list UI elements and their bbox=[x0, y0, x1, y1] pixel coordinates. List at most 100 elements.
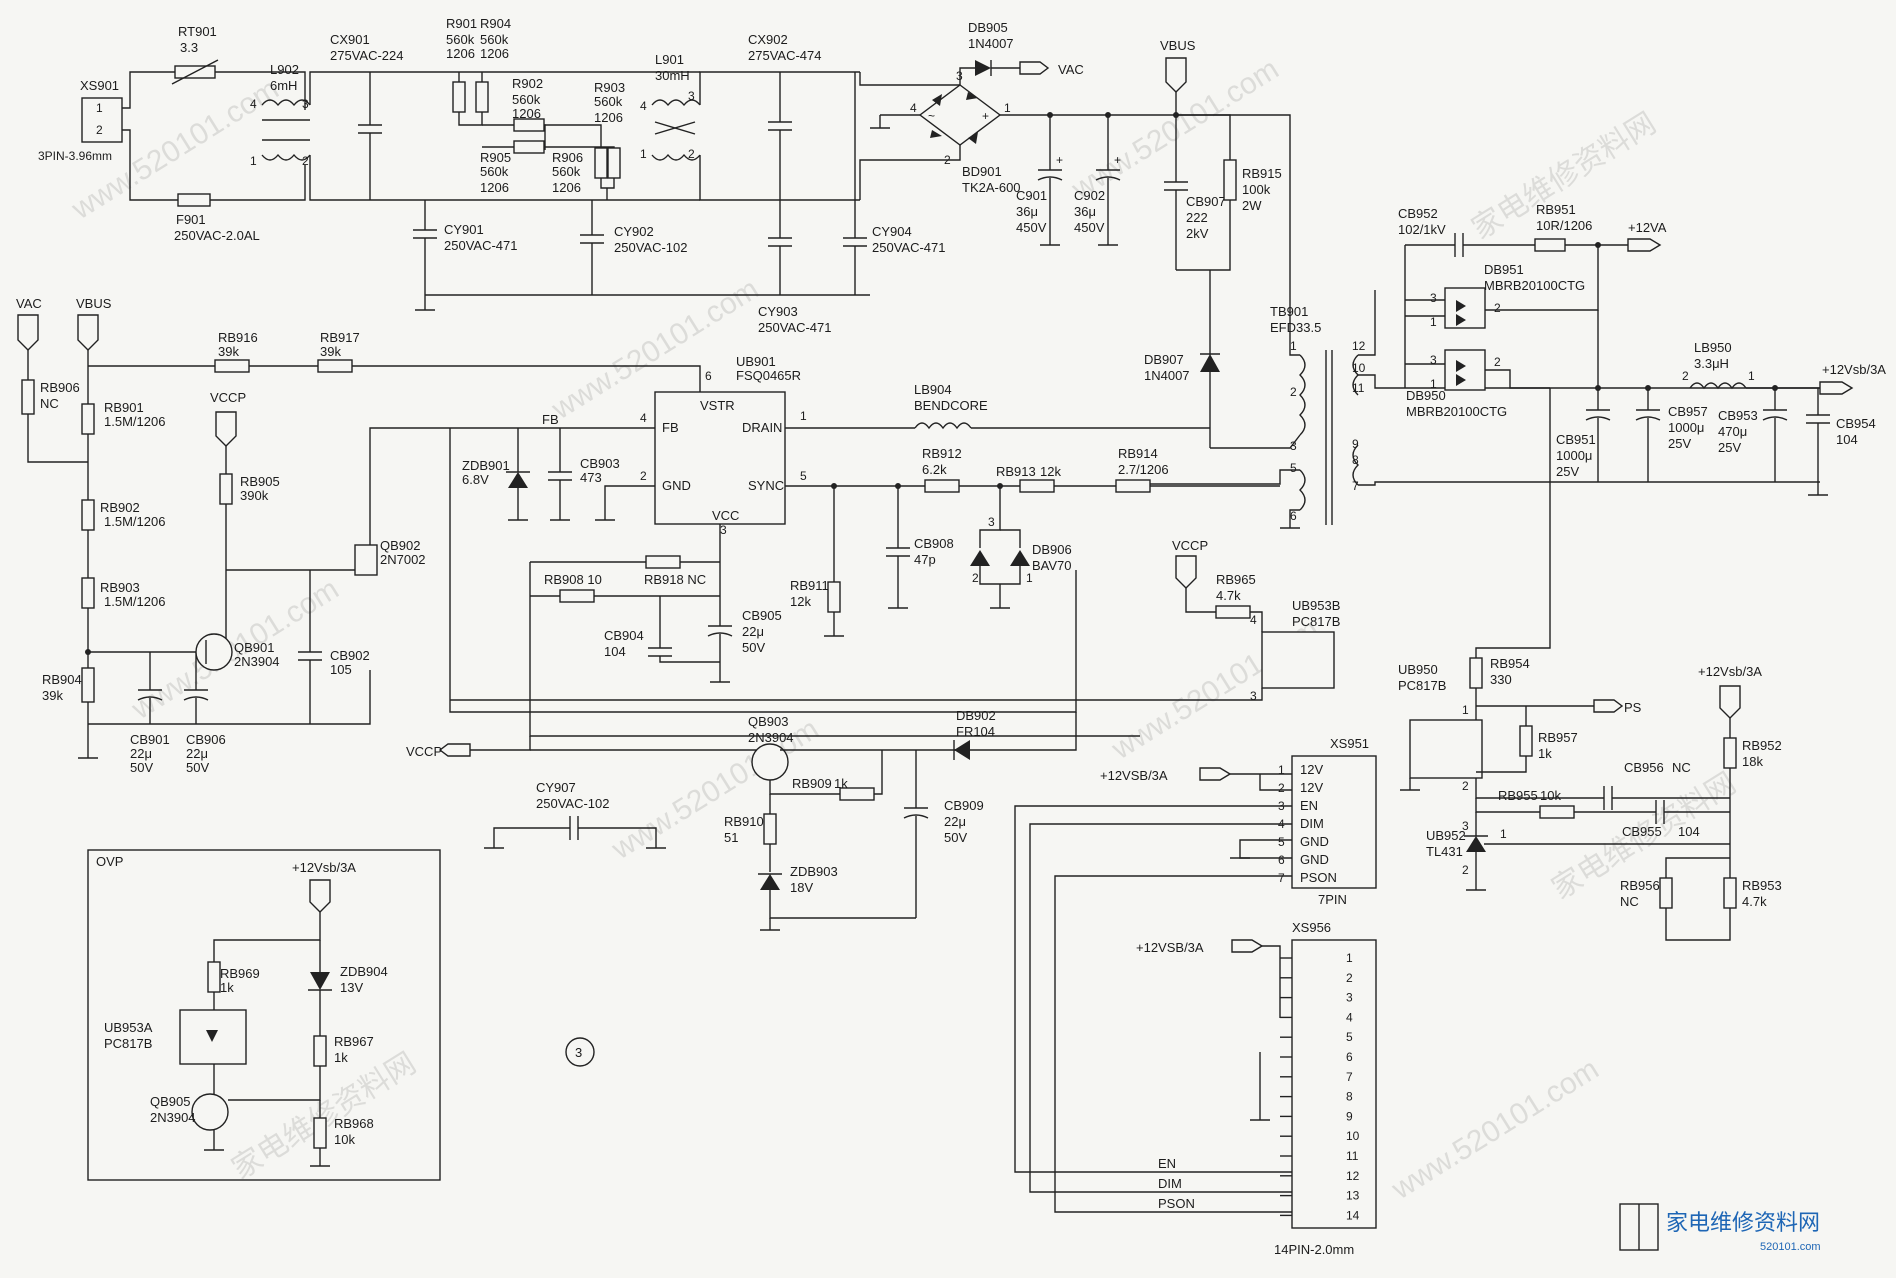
cb956-ref: CB956 bbox=[1624, 760, 1664, 775]
svg-text:1: 1 bbox=[800, 409, 807, 423]
svg-text:3: 3 bbox=[1462, 819, 1469, 833]
optocoupler-ub953b bbox=[1261, 631, 1335, 689]
cb901-cap: 22μ bbox=[130, 746, 152, 761]
vac-net-label: VAC bbox=[1058, 62, 1084, 77]
connector-xs956-body bbox=[1291, 939, 1377, 1229]
rb902-ref: RB902 bbox=[100, 500, 140, 515]
ub901-pin-sync: SYNC bbox=[748, 478, 784, 493]
xs951-pins: 7PIN bbox=[1318, 892, 1347, 907]
cy903-value: 250VAC-471 bbox=[758, 320, 831, 335]
l901-value: 30mH bbox=[655, 68, 690, 83]
resistor-rb967 bbox=[313, 1035, 327, 1067]
resistor-rb911 bbox=[827, 581, 841, 613]
svg-text:4: 4 bbox=[1250, 613, 1257, 627]
c902-cap: 36μ bbox=[1074, 204, 1096, 219]
resistor-rb908 bbox=[559, 589, 595, 603]
rb914-ref: RB914 bbox=[1118, 446, 1158, 461]
resistor-rb902 bbox=[81, 499, 95, 531]
qb905-value: 2N3904 bbox=[150, 1110, 196, 1125]
cy902-ref: CY902 bbox=[614, 224, 654, 239]
xs951-pin2: 12V bbox=[1300, 780, 1323, 795]
vccp-port-left bbox=[438, 743, 471, 757]
cb909-cap: 22μ bbox=[944, 814, 966, 829]
xs956-pin-number: 1 bbox=[1346, 951, 1353, 965]
db907-value: 1N4007 bbox=[1144, 368, 1190, 383]
svg-text:4: 4 bbox=[640, 99, 647, 113]
r905-value: 560k bbox=[480, 164, 509, 179]
resistor-rb953 bbox=[1723, 877, 1737, 909]
rb951-ref: RB951 bbox=[1536, 202, 1576, 217]
resistor-r905 bbox=[513, 140, 545, 154]
ub901-pin-vstr: VSTR bbox=[700, 398, 735, 413]
rb905-ref: RB905 bbox=[240, 474, 280, 489]
xs956-pin-number: 6 bbox=[1346, 1050, 1353, 1064]
db951-ref: DB951 bbox=[1484, 262, 1524, 277]
cb904-ref: CB904 bbox=[604, 628, 644, 643]
rb911-ref: RB911 bbox=[790, 578, 829, 593]
r906-pkg: 1206 bbox=[552, 180, 581, 195]
r901-value: 560k bbox=[446, 32, 475, 47]
cb901-ref: CB901 bbox=[130, 732, 170, 747]
resistor-rb951 bbox=[1534, 238, 1566, 252]
cb953-ref: CB953 bbox=[1718, 408, 1758, 423]
svg-text:2: 2 bbox=[96, 123, 103, 137]
cy903-ref: CY903 bbox=[758, 304, 798, 319]
ub901-pin-vcc: VCC bbox=[712, 508, 739, 523]
r902-ref: R902 bbox=[512, 76, 543, 91]
brand-url: 520101.com bbox=[1760, 1241, 1821, 1253]
c902-ref: C902 bbox=[1074, 188, 1105, 203]
lb950-value: 3.3μH bbox=[1694, 356, 1729, 371]
resistor-rb913 bbox=[1019, 479, 1055, 493]
cb951-ref: CB951 bbox=[1556, 432, 1596, 447]
qb905-ref: QB905 bbox=[150, 1094, 190, 1109]
svg-text:+: + bbox=[982, 109, 989, 123]
svg-text:2: 2 bbox=[1290, 385, 1297, 399]
rb909-ref: RB909 bbox=[792, 776, 832, 791]
cy904-value: 250VAC-471 bbox=[872, 240, 945, 255]
resistor-rb952 bbox=[1723, 737, 1737, 769]
svg-text:1: 1 bbox=[1026, 571, 1033, 585]
resistor-rb917 bbox=[317, 359, 353, 373]
cx902-ref: CX902 bbox=[748, 32, 788, 47]
r904-value: 560k bbox=[480, 32, 509, 47]
resistor-rb965 bbox=[1215, 605, 1251, 619]
rb901-ref: RB901 bbox=[104, 400, 144, 415]
ub953b-value: PC817B bbox=[1292, 614, 1340, 629]
r906-ref: R906 bbox=[552, 150, 583, 165]
vbus-port-left bbox=[77, 314, 99, 351]
diode-db950 bbox=[1444, 349, 1486, 391]
v12vsb-net-xs956: +12VSB/3A bbox=[1136, 940, 1204, 955]
transistor-qb905 bbox=[191, 1093, 229, 1131]
db902-ref: DB902 bbox=[956, 708, 996, 723]
r905-pkg: 1206 bbox=[480, 180, 509, 195]
ub953a-value: PC817B bbox=[104, 1036, 152, 1051]
rb912-ref: RB912 bbox=[922, 446, 962, 461]
svg-text:9: 9 bbox=[1352, 437, 1359, 451]
rb908-ref: RB908 10 bbox=[544, 572, 602, 587]
optocoupler-ub950 bbox=[1409, 719, 1483, 779]
rb913-ref: RB913 bbox=[996, 464, 1036, 479]
cb957-ref: CB957 bbox=[1668, 404, 1708, 419]
svg-text:+: + bbox=[1056, 153, 1063, 167]
svg-text:12: 12 bbox=[1352, 339, 1366, 353]
svg-text:1: 1 bbox=[1004, 101, 1011, 115]
svg-text:2: 2 bbox=[1682, 369, 1689, 383]
r902-pkg: 1206 bbox=[512, 106, 541, 121]
f901-ref: F901 bbox=[176, 212, 206, 227]
rb913-value: 12k bbox=[1040, 464, 1061, 479]
resistor-r906 bbox=[594, 147, 608, 179]
db906-value: BAV70 bbox=[1032, 558, 1072, 573]
cb954-value: 104 bbox=[1836, 432, 1858, 447]
cx901-value: 275VAC-224 bbox=[330, 48, 403, 63]
cb953-volt: 25V bbox=[1718, 440, 1741, 455]
r906-value: 560k bbox=[552, 164, 581, 179]
qb902-value: 2N7002 bbox=[380, 552, 426, 567]
cx902-value: 275VAC-474 bbox=[748, 48, 821, 63]
rb957-ref: RB957 bbox=[1538, 730, 1578, 745]
svg-text:1: 1 bbox=[1500, 827, 1507, 841]
ovp-title: OVP bbox=[96, 854, 123, 869]
resistor-rb912 bbox=[924, 479, 960, 493]
vac-port-left bbox=[17, 314, 39, 351]
svg-text:4: 4 bbox=[910, 101, 917, 115]
v12vsb-port-ovp bbox=[309, 879, 331, 913]
